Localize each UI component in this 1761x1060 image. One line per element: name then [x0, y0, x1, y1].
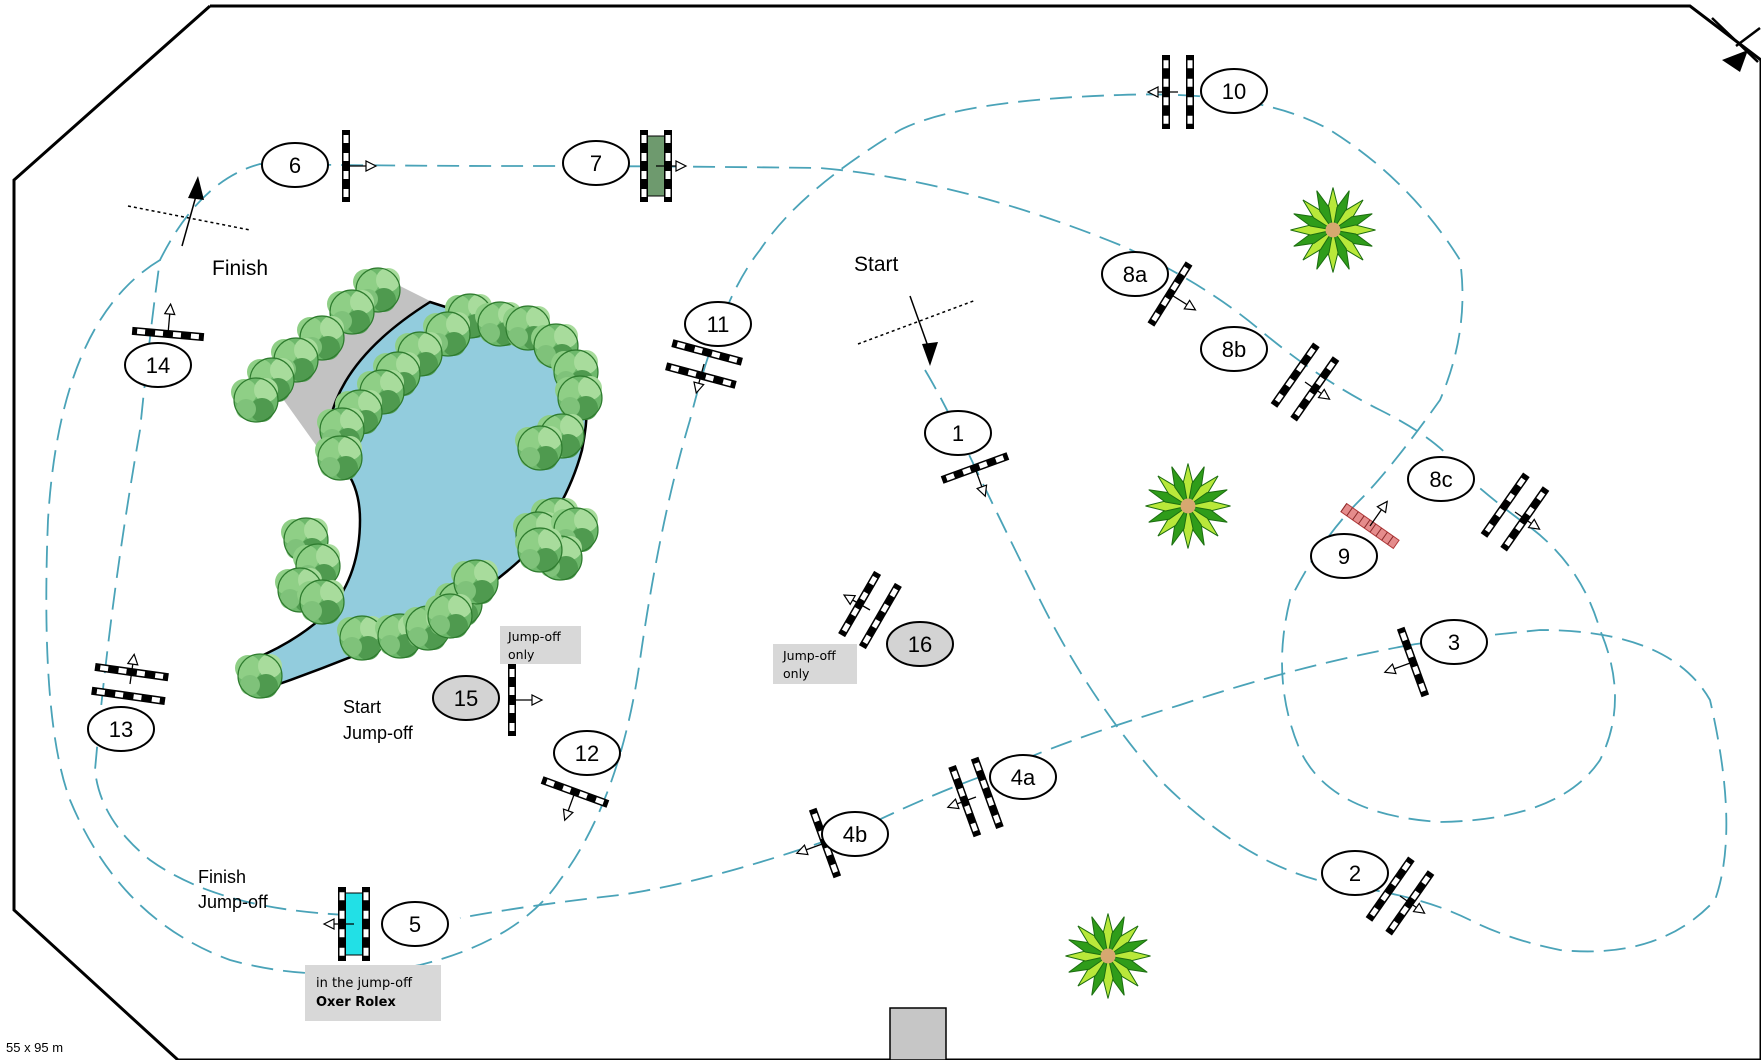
finish-jumpoff-label-2: Jump-off	[198, 892, 269, 912]
bush-icon	[315, 436, 362, 480]
fence-12	[532, 776, 609, 832]
fence-7	[640, 130, 686, 202]
obstacle-number-4a: 4a	[990, 755, 1056, 799]
obstacle-number-14: 14	[125, 343, 191, 387]
plant-icon	[1291, 188, 1376, 273]
obstacle-label: 7	[590, 151, 602, 176]
obstacle-label: 8c	[1429, 467, 1452, 492]
obstacle-number-2: 2	[1322, 851, 1388, 895]
obstacle-number-3: 3	[1421, 620, 1487, 664]
fence-6	[342, 130, 376, 202]
finish-label: Finish	[212, 257, 268, 280]
start-jumpoff-label-2: Jump-off	[343, 723, 414, 743]
obstacle-label: 14	[146, 353, 170, 378]
obstacle-number-12: 12	[554, 731, 620, 775]
obstacle-label: 8b	[1222, 337, 1246, 362]
obstacle-label: 12	[575, 741, 599, 766]
note-line-1: in the jump-off	[316, 976, 413, 991]
obstacle-label: 4a	[1011, 765, 1036, 790]
bush-icon	[515, 528, 562, 572]
note-line-1: Jump-off	[782, 648, 836, 663]
fence-14	[132, 301, 207, 341]
start-label: Start	[854, 253, 899, 276]
obstacle-label: 13	[109, 717, 133, 742]
obstacle-label: 15	[454, 686, 478, 711]
fence-8c	[1481, 473, 1561, 560]
obstacle-label: 4b	[843, 822, 867, 847]
bush-icon	[297, 580, 344, 624]
fence-11	[661, 339, 742, 402]
fence-1	[941, 452, 1018, 508]
obstacle-number-10: 10	[1201, 69, 1267, 113]
obstacle-label: 16	[908, 632, 932, 657]
note-line-2: only	[783, 666, 810, 681]
obstacle-label: 11	[707, 312, 730, 337]
obstacle-number-16: 16	[887, 622, 953, 666]
bush-icon	[235, 654, 282, 698]
obstacle-number-8b: 8b	[1201, 327, 1267, 371]
obstacle-number-5: 5	[382, 902, 448, 946]
note-line-2: only	[508, 647, 535, 662]
start-line	[858, 296, 976, 366]
note-jumpoff-only-15: Jump-off only	[500, 626, 581, 664]
note-oxer-rolex: in the jump-off Oxer Rolex	[305, 965, 441, 1021]
obstacle-label: 3	[1448, 630, 1460, 655]
obstacle-label: 1	[952, 421, 964, 446]
obstacle-number-1: 1	[925, 411, 991, 455]
fence-5-oxer	[324, 887, 370, 961]
note-jumpoff-only-16: Jump-off only	[773, 644, 857, 684]
fence-10	[1148, 55, 1194, 129]
entrance-gate	[890, 1008, 946, 1060]
obstacle-label: 9	[1338, 544, 1350, 569]
obstacle-label: 8a	[1123, 262, 1148, 287]
obstacle-number-8a: 8a	[1102, 252, 1168, 296]
compass-icon	[1712, 18, 1760, 72]
plant-icon	[1146, 464, 1231, 549]
obstacle-label: 10	[1222, 79, 1246, 104]
obstacle-number-13: 13	[88, 707, 154, 751]
note-line-1: Jump-off	[507, 629, 561, 644]
bush-icon	[231, 378, 278, 422]
finish-jumpoff-label-1: Finish	[198, 867, 246, 887]
obstacle-number-15: 15	[433, 676, 499, 720]
arena-size-caption: 55 x 95 m	[6, 1040, 63, 1055]
obstacle-number-9: 9	[1311, 534, 1377, 578]
finish-line	[128, 176, 250, 246]
obstacle-number-6: 6	[262, 143, 328, 187]
fence-15	[508, 664, 542, 736]
obstacle-number-7: 7	[563, 141, 629, 185]
note-line-2: Oxer Rolex	[316, 995, 396, 1010]
fence-8b	[1271, 343, 1351, 430]
plant-icon	[1066, 914, 1151, 999]
obstacle-number-4b: 4b	[822, 812, 888, 856]
obstacle-number-8c: 8c	[1408, 457, 1474, 501]
obstacle-label: 6	[289, 153, 301, 178]
obstacle-label: 5	[409, 912, 421, 937]
obstacle-number-11: 11	[685, 302, 751, 346]
obstacle-label: 2	[1349, 861, 1361, 886]
start-jumpoff-label-1: Start	[343, 697, 381, 717]
